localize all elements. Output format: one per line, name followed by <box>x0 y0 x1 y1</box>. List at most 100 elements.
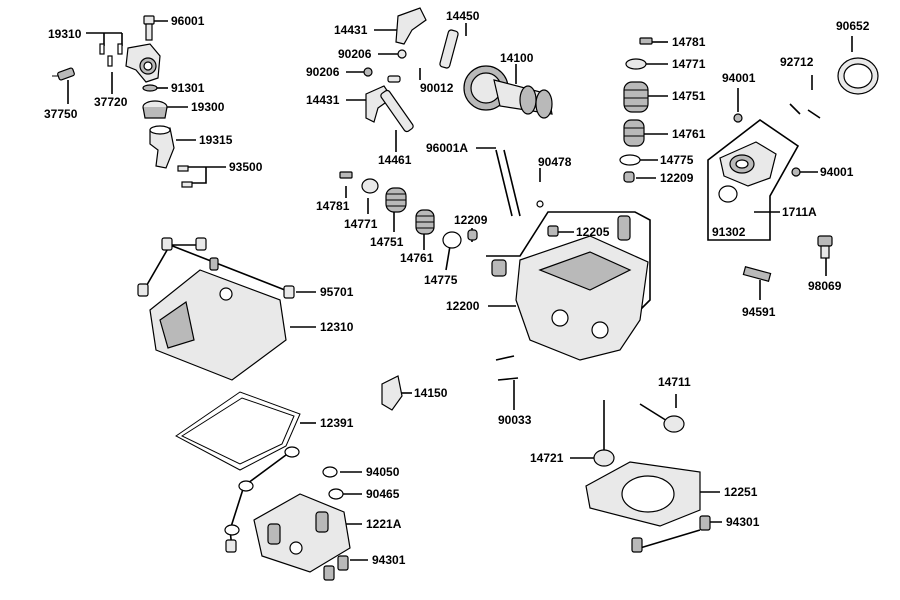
part-label: 14761 <box>400 251 434 265</box>
part-label: 94001 <box>820 165 854 179</box>
valve-spring-set-right <box>619 37 653 183</box>
part-label: 94591 <box>742 305 776 319</box>
rocker-shaft-upper-icon <box>439 29 459 69</box>
rocker-shaft-lower-icon <box>380 89 414 133</box>
rocker-arm-upper-icon <box>395 7 427 45</box>
part-label: 12209 <box>454 213 488 227</box>
part-label: 92712 <box>780 55 814 69</box>
gasket-icon <box>718 185 738 203</box>
cover-gasket-icon <box>175 391 301 471</box>
part-labels: 96001 19310 37750 37720 91301 19300 1931… <box>44 9 870 567</box>
part-label: 90206 <box>338 47 372 61</box>
part-label: 90652 <box>836 19 870 33</box>
adjuster-screw-icon <box>387 75 401 83</box>
part-label: 14775 <box>660 153 694 167</box>
part-label: 91302 <box>712 225 746 239</box>
inner-spring-icon <box>415 209 435 235</box>
thermostat-housing-group <box>52 15 193 188</box>
leader-lines <box>67 20 853 561</box>
rocker-arm-group <box>363 7 459 133</box>
part-label: 90033 <box>498 413 532 427</box>
part-label: 94301 <box>372 553 406 567</box>
exhaust-valve-icon <box>639 403 685 433</box>
part-label: 19300 <box>191 100 225 114</box>
part-label: 19310 <box>48 27 82 41</box>
valve-cover-icon <box>149 269 287 381</box>
part-label: 90465 <box>366 487 400 501</box>
stud-pair-icon <box>495 355 519 381</box>
part-label: 90478 <box>538 155 572 169</box>
head-gasket-icon <box>585 461 701 527</box>
stud-pair-icon <box>789 103 821 119</box>
part-label: 14450 <box>446 9 480 23</box>
intake-group <box>718 57 879 282</box>
part-label: 14771 <box>672 57 706 71</box>
part-label: 12200 <box>446 299 480 313</box>
part-label: 14781 <box>672 35 706 49</box>
spring-seat-icon <box>442 231 462 249</box>
part-label: 14721 <box>530 451 564 465</box>
part-label: 93500 <box>229 160 263 174</box>
part-label: 12205 <box>576 225 610 239</box>
part-label: 14150 <box>414 386 448 400</box>
bolt-icon <box>225 539 237 553</box>
part-label: 98069 <box>808 279 842 293</box>
long-stud-icon <box>495 149 544 217</box>
cotter-icon <box>639 37 653 45</box>
part-label: 1221A <box>366 517 402 531</box>
washer-set-icon <box>224 446 344 536</box>
valve-spring-set-mid <box>339 171 478 249</box>
cylinder-head-icon <box>491 215 649 361</box>
thermostat-housing-icon <box>125 43 161 83</box>
nut-icon <box>791 167 801 177</box>
valve-cover-group <box>137 237 301 471</box>
intake-valve-icon <box>593 400 615 467</box>
outer-spring-icon <box>623 81 649 113</box>
hose-clamp-icon <box>837 57 879 95</box>
temperature-sensor-icon <box>52 67 75 81</box>
part-label: 12251 <box>724 485 758 499</box>
part-label: 14781 <box>316 199 350 213</box>
bolt-pair-icon <box>177 165 193 188</box>
part-label: 14751 <box>672 89 706 103</box>
part-label: 14461 <box>378 153 412 167</box>
part-label: 90012 <box>420 81 454 95</box>
part-label: 12310 <box>320 320 354 334</box>
part-label: 94050 <box>366 465 400 479</box>
part-label: 1711A <box>782 205 817 219</box>
o-ring-icon <box>142 84 158 92</box>
spring-retainer-icon <box>361 178 379 194</box>
valve-seal-icon <box>467 229 478 241</box>
screw-icon <box>397 49 407 59</box>
part-label: 91301 <box>171 81 205 95</box>
cam-holder-group <box>224 446 351 581</box>
injector-icon <box>817 235 833 259</box>
part-label: 14711 <box>658 375 691 389</box>
outer-spring-icon <box>385 187 407 213</box>
spring-seat-icon <box>619 154 641 166</box>
bolt-set-icon <box>137 237 295 299</box>
label-plate-icon <box>742 266 772 282</box>
part-label: 37720 <box>94 95 128 109</box>
part-label: 14775 <box>424 273 458 287</box>
bracket-icon <box>381 375 403 411</box>
part-label: 12209 <box>660 171 694 185</box>
part-label: 96001 <box>171 14 205 28</box>
part-label: 12391 <box>320 416 354 430</box>
part-label: 14431 <box>306 93 340 107</box>
part-label: 96001A <box>426 141 468 155</box>
part-label: 94301 <box>726 515 760 529</box>
nut-icon <box>733 113 743 123</box>
inner-spring-icon <box>623 119 645 147</box>
bolt-icon <box>143 15 155 41</box>
part-label: 14751 <box>370 235 404 249</box>
part-label: 90206 <box>306 65 340 79</box>
part-label: 37750 <box>44 107 78 121</box>
valve-seal-icon <box>623 171 635 183</box>
stud-pair-icon <box>99 43 123 67</box>
spring-retainer-icon <box>625 58 647 70</box>
part-label: 19315 <box>199 133 233 147</box>
intake-manifold-icon <box>719 141 777 187</box>
dowel-pin-icon <box>323 555 349 581</box>
